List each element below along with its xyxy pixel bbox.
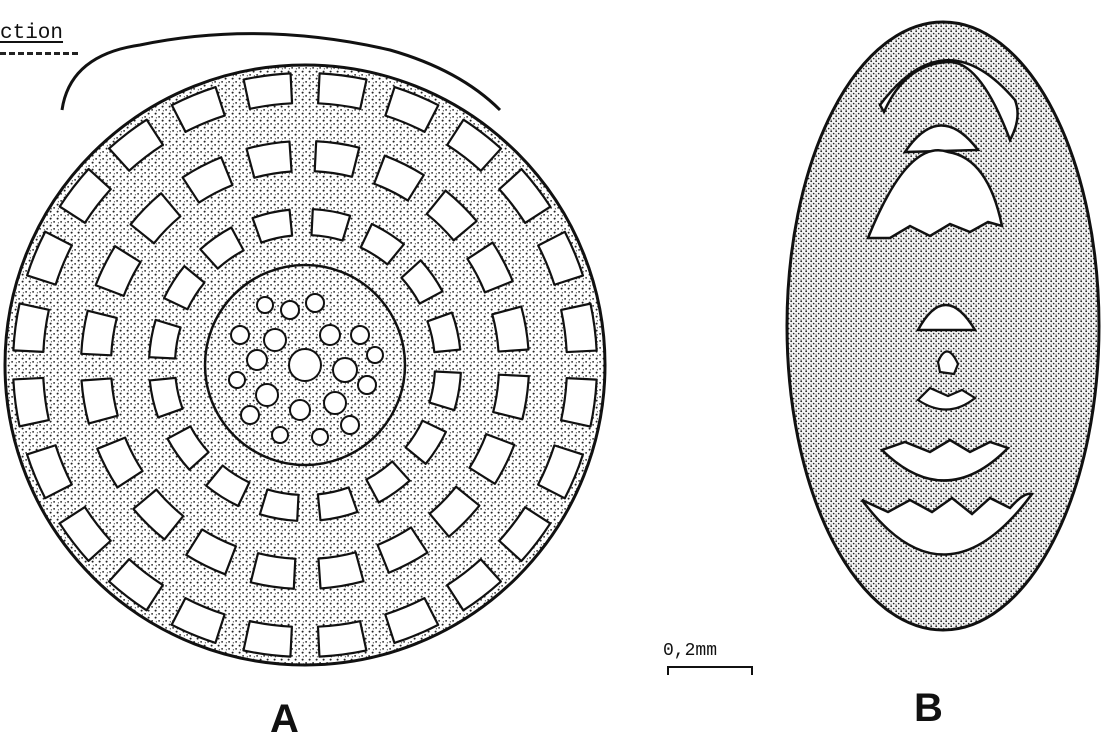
inner-chamber bbox=[324, 392, 346, 414]
chambers-whorl-2-cell bbox=[149, 320, 180, 359]
inner-chamber bbox=[241, 406, 259, 424]
chambers-whorl-4-cell bbox=[244, 73, 292, 108]
axial-section-drawing bbox=[787, 22, 1099, 630]
chambers-whorl-2-cell bbox=[260, 489, 299, 520]
corner-label-dashes bbox=[0, 52, 78, 55]
chambers-whorl-4-cell bbox=[318, 73, 366, 109]
scale-bar-label: 0,2mm bbox=[663, 641, 717, 661]
chambers-whorl-4-cell bbox=[243, 621, 291, 657]
chambers-whorl-3-cell bbox=[315, 141, 360, 177]
inner-chamber bbox=[290, 400, 310, 420]
chambers-whorl-3-cell bbox=[247, 142, 292, 178]
inner-chamber bbox=[229, 372, 245, 388]
figure-label-b: B bbox=[914, 686, 943, 731]
chambers-whorl-3-cell bbox=[492, 307, 528, 352]
inner-chamber bbox=[257, 297, 273, 313]
inner-chamber bbox=[289, 349, 321, 381]
equatorial-section-drawing bbox=[5, 34, 605, 665]
inner-chamber bbox=[281, 301, 299, 319]
chambers-whorl-4-cell bbox=[13, 303, 49, 351]
figure-label-a: A bbox=[270, 697, 299, 742]
chambers-whorl-4-cell bbox=[318, 621, 366, 656]
chambers-whorl-4-cell bbox=[13, 378, 48, 426]
chambers-whorl-4-cell bbox=[561, 378, 597, 426]
inner-chamber bbox=[272, 427, 288, 443]
inner-chamber bbox=[231, 326, 249, 344]
inner-chamber bbox=[264, 329, 286, 351]
inner-chamber bbox=[312, 429, 328, 445]
chambers-whorl-3-cell bbox=[493, 375, 529, 420]
chambers-whorl-2-cell bbox=[429, 371, 460, 410]
inner-chamber bbox=[367, 347, 383, 363]
chambers-whorl-4-cell bbox=[561, 304, 596, 352]
inner-chamber bbox=[358, 376, 376, 394]
chambers-whorl-3-cell bbox=[82, 378, 118, 423]
inner-chamber bbox=[306, 294, 324, 312]
inner-chamber bbox=[351, 326, 369, 344]
inner-chamber bbox=[256, 384, 278, 406]
chambers-whorl-3-cell bbox=[251, 553, 296, 589]
inner-chamber bbox=[247, 350, 267, 370]
inner-chamber bbox=[333, 358, 357, 382]
inner-chamber bbox=[320, 325, 340, 345]
chambers-whorl-2-cell bbox=[311, 209, 350, 240]
chambers-whorl-3-cell bbox=[81, 311, 117, 356]
scale-bar bbox=[667, 666, 753, 678]
corner-label-text: ction bbox=[0, 22, 63, 45]
chambers-whorl-3-cell bbox=[318, 552, 363, 588]
inner-chamber bbox=[341, 416, 359, 434]
